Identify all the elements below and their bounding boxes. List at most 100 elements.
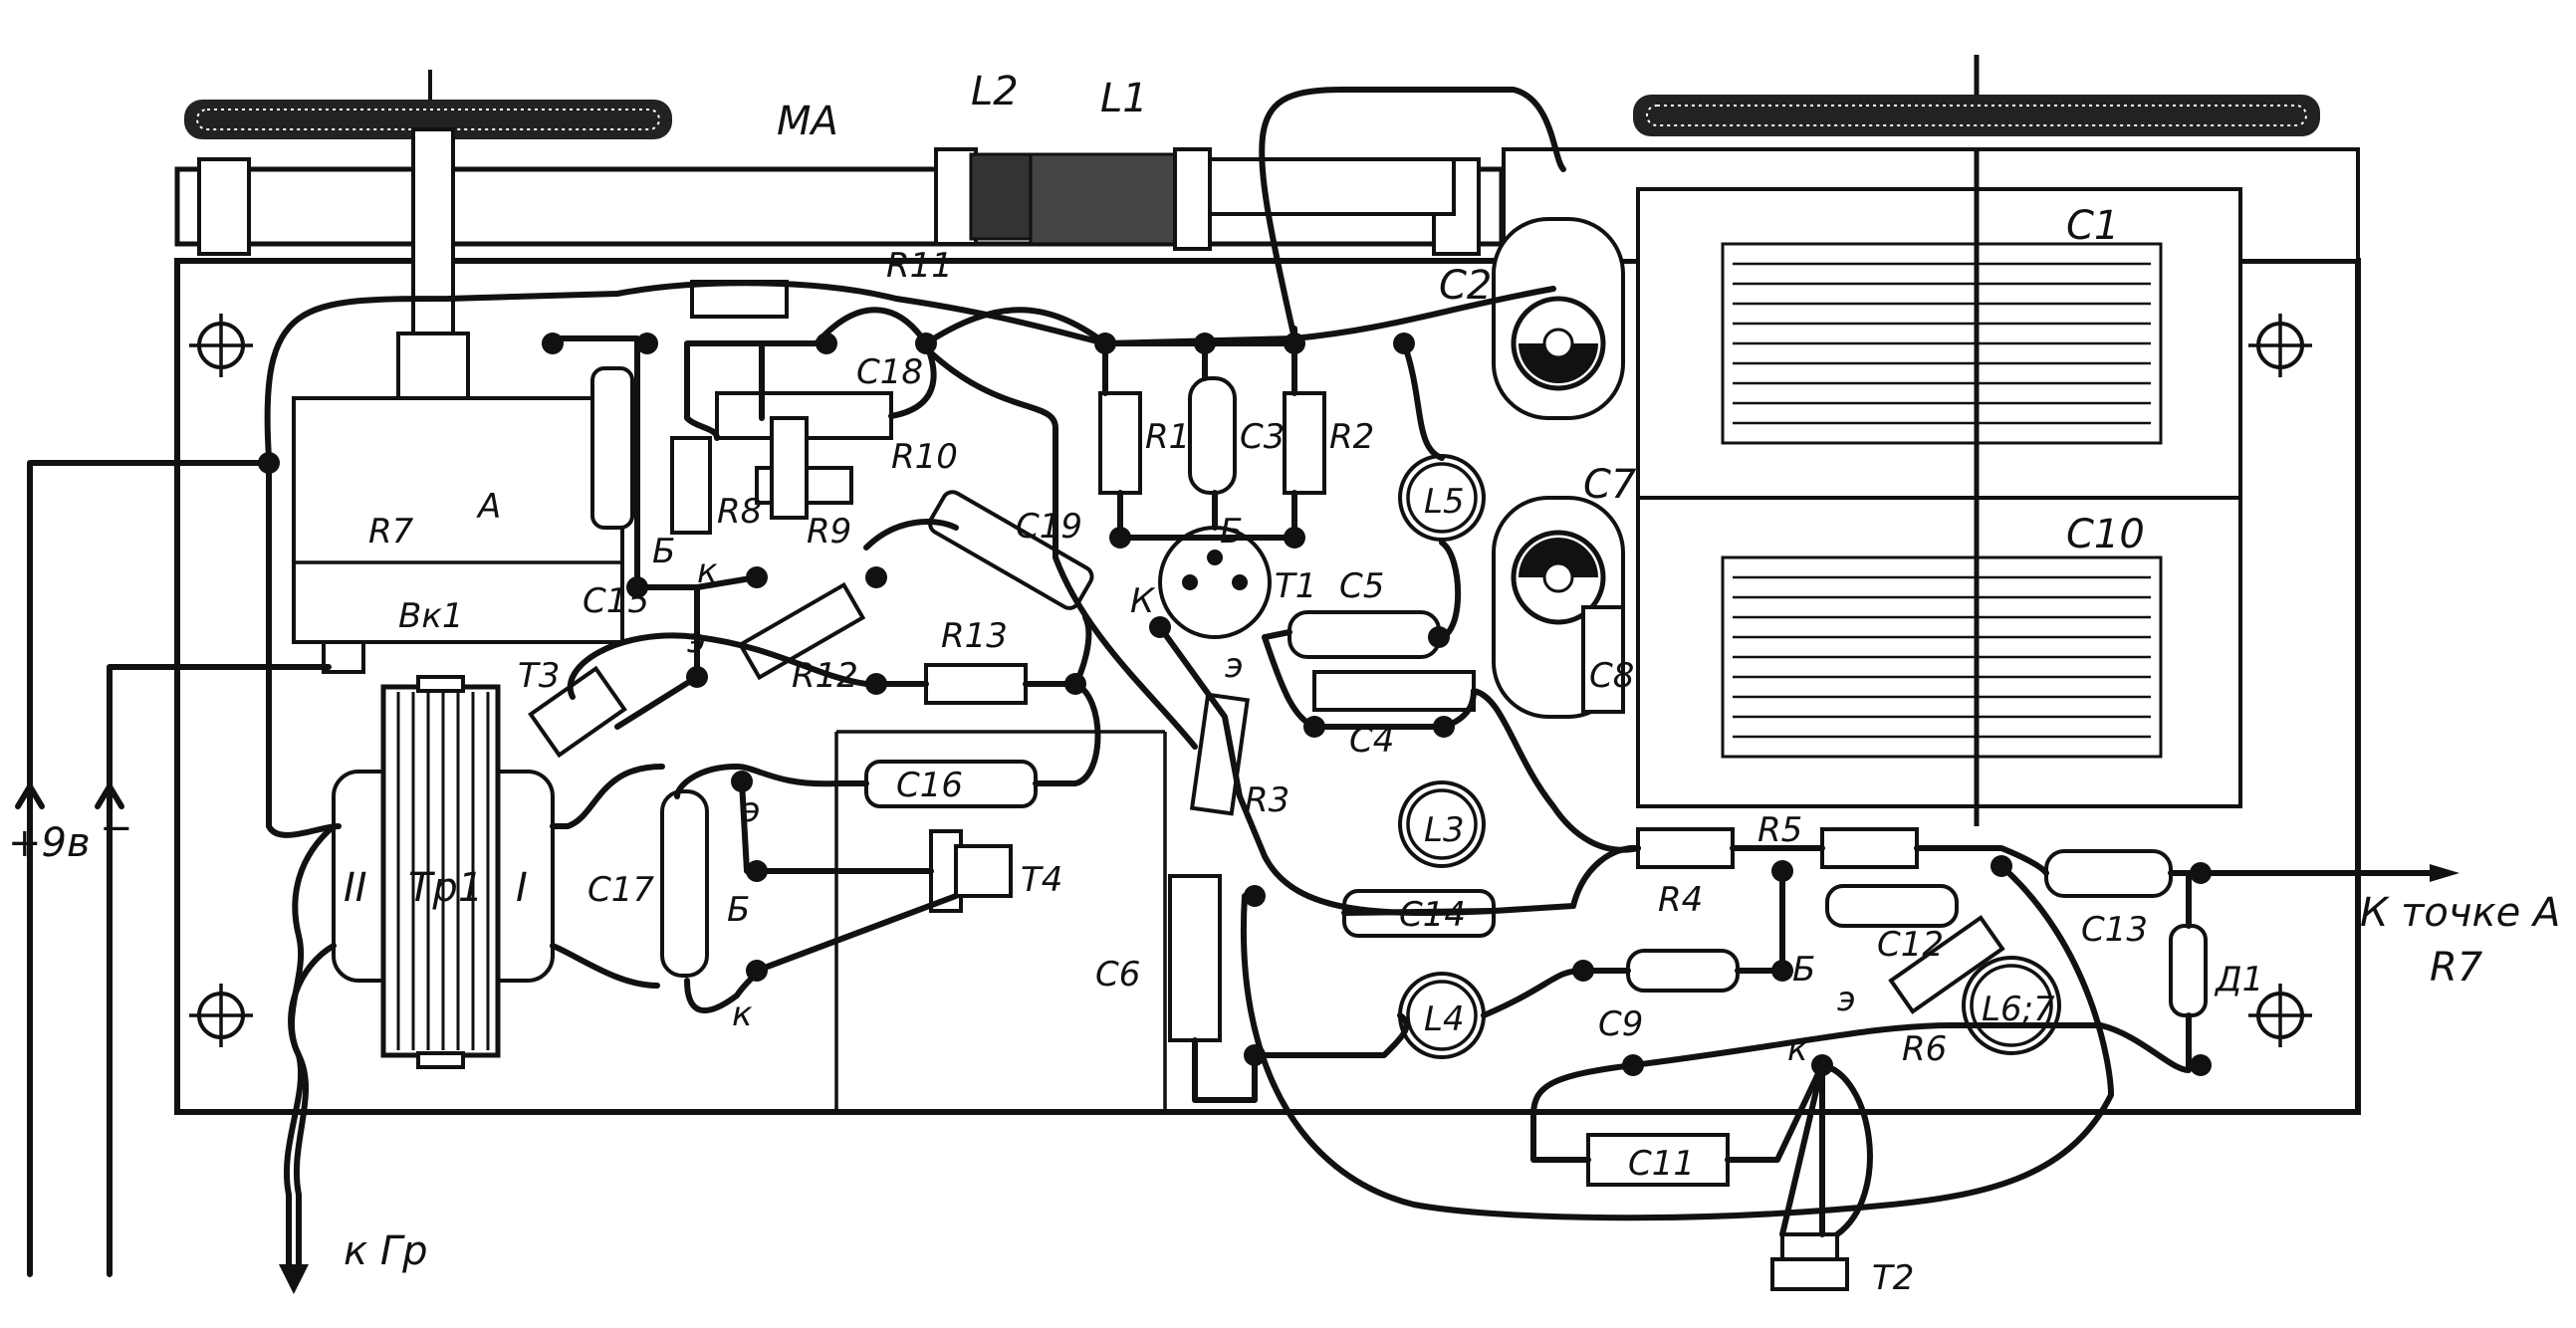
label-pin-e4: э <box>1837 980 1856 1019</box>
label-pin-e2: э <box>1225 646 1244 686</box>
resistor-r1 <box>1098 391 1142 495</box>
rail-bracket-left <box>197 157 251 256</box>
label-power: +9в <box>8 820 91 866</box>
label-r11: R11 <box>886 246 953 286</box>
coil-l1 <box>1029 147 1212 251</box>
label-c5: C5 <box>1339 566 1384 606</box>
mounting-hole <box>189 984 253 1047</box>
label-winding-2: II <box>344 865 367 911</box>
wire <box>1252 1012 1410 1058</box>
transistor-t1 <box>1158 526 1272 639</box>
capacitor-c19 <box>928 490 1094 610</box>
label-r1: R1 <box>1145 417 1190 457</box>
coil-l2 <box>934 147 1033 246</box>
label-r3: R3 <box>1245 780 1289 820</box>
capacitor-c3 <box>1188 376 1237 495</box>
label-r8: R8 <box>717 492 762 532</box>
resistor-r3 <box>1189 692 1250 816</box>
label-c19: C19 <box>1016 507 1082 547</box>
capacitor-c12 <box>1825 884 1959 928</box>
label-minus: − <box>100 805 133 851</box>
diode-d1 <box>2169 924 2208 1017</box>
wire <box>264 280 1556 461</box>
wire <box>1730 845 2433 876</box>
label-c10: C10 <box>2066 512 2145 557</box>
label-pin-b2: Б <box>1220 512 1243 552</box>
wire <box>684 340 820 441</box>
capacitor-c5 <box>1288 610 1441 659</box>
coil-l3 <box>1398 780 1486 868</box>
label-pin-b1: Б <box>652 532 675 571</box>
resistor-r8 <box>670 436 712 535</box>
label-pin-b3: Б <box>727 890 750 930</box>
power-lead-minus <box>95 783 124 809</box>
wire <box>759 307 937 421</box>
resistor-r4 <box>1636 827 1735 869</box>
label-pin-k4: к <box>1787 1029 1808 1069</box>
wire <box>1192 1037 1258 1103</box>
wire <box>1259 87 1566 341</box>
label-c2: C2 <box>1439 263 1492 309</box>
label-l4: L4 <box>1424 999 1465 1039</box>
label-l1: L1 <box>1100 76 1148 121</box>
label-c13: C13 <box>2081 910 2148 950</box>
label-to-point-a: К точке А <box>2360 890 2560 936</box>
volume-knob-wheel <box>184 70 672 139</box>
tuning-knob-wheel <box>1633 55 2320 136</box>
transistor-t3 <box>528 665 627 759</box>
label-r13: R13 <box>941 616 1008 656</box>
power-lead-plus <box>15 783 45 809</box>
label-pin-a: А <box>476 487 501 527</box>
label-c4: C4 <box>1349 721 1394 761</box>
label-l3: L3 <box>1424 810 1465 850</box>
label-pin-e1: э <box>687 621 706 661</box>
label-l2: L2 <box>971 69 1019 114</box>
arrow-to-point-a <box>2430 864 2459 882</box>
label-r2: R2 <box>1329 417 1374 457</box>
label-c17: C17 <box>587 870 654 910</box>
label-ma: MA <box>777 99 838 144</box>
capacitor-c4 <box>1312 670 1476 712</box>
capacitor-c13 <box>2044 849 2173 898</box>
wire <box>1471 688 1641 853</box>
resistor-r13 <box>924 663 1028 705</box>
resistor-r11-top <box>690 280 789 319</box>
resistor-r6 <box>1888 915 2005 1014</box>
label-pin-e3: э <box>742 790 761 830</box>
capacitor-c17 <box>660 789 709 978</box>
label-t3: T3 <box>518 656 560 696</box>
label-c1: C1 <box>2066 203 2119 249</box>
label-c3: C3 <box>1240 417 1285 457</box>
label-c18: C18 <box>856 352 923 392</box>
transistor-t4 <box>929 829 1013 913</box>
label-pin-b4: Б <box>1792 950 1815 990</box>
wire <box>1630 1012 2192 1073</box>
label-c11: C11 <box>1628 1144 1695 1184</box>
label-t2: T2 <box>1872 1258 1914 1298</box>
coil-l67 <box>1962 956 2061 1055</box>
label-pin-k3: к <box>732 995 753 1034</box>
wire <box>674 764 869 799</box>
wire <box>283 943 337 1277</box>
label-t4: T4 <box>1021 860 1062 900</box>
label-c12: C12 <box>1877 925 1944 965</box>
wire <box>1779 1062 1873 1237</box>
label-c6: C6 <box>1095 955 1140 995</box>
resistor-r5 <box>1820 827 1919 869</box>
label-r9: R9 <box>807 512 851 552</box>
transformer-tr1 <box>332 675 555 1069</box>
label-winding-1: I <box>516 865 528 911</box>
label-pin-k2: К <box>1130 581 1156 621</box>
label-r7-ref: R7 <box>2430 945 2483 991</box>
wire <box>550 764 665 989</box>
wire <box>1530 1062 1825 1163</box>
capacitor-c9 <box>1626 949 1740 993</box>
label-t1: T1 <box>1275 566 1316 606</box>
label-c15: C15 <box>583 581 649 621</box>
label-c16: C16 <box>896 766 963 805</box>
wire <box>1341 908 1497 916</box>
capacitor-c15 <box>590 366 634 530</box>
label-r6: R6 <box>1902 1029 1947 1069</box>
transistor-t2 <box>1770 1232 1849 1291</box>
